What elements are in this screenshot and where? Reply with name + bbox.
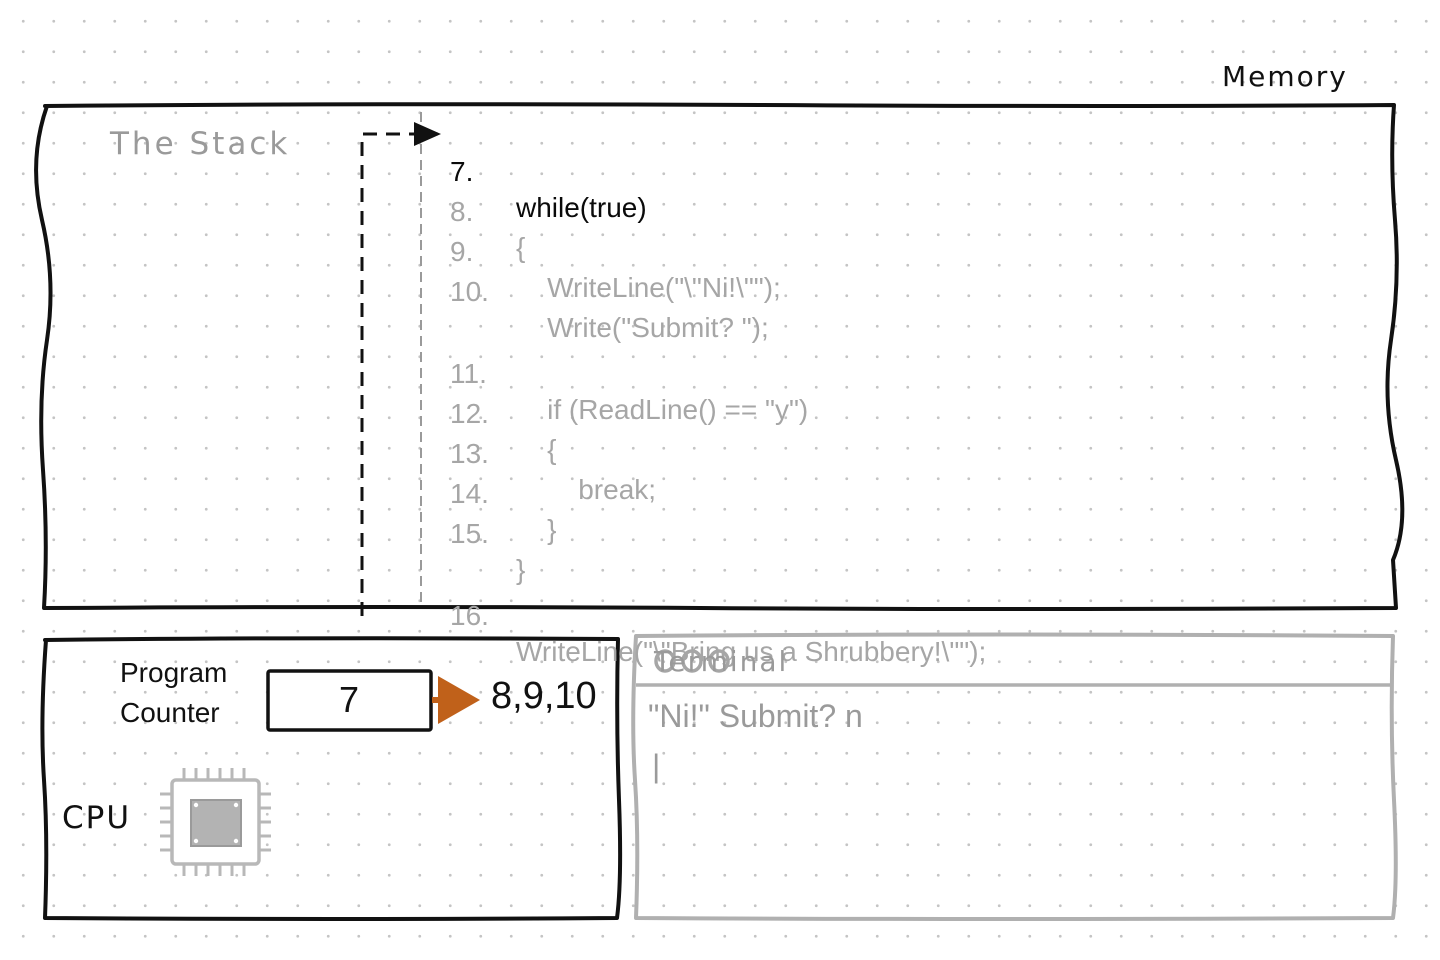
terminal-cursor[interactable]: | bbox=[652, 748, 661, 784]
code-line-10: 10. Write("Submit? "); bbox=[450, 238, 769, 343]
line-number: 7. bbox=[450, 156, 474, 187]
code-line-7: 7. while(true) bbox=[450, 118, 647, 223]
code-text: break; bbox=[516, 474, 657, 505]
program-counter-label-line1: Program bbox=[120, 657, 228, 688]
stack-label: The Stack bbox=[110, 126, 291, 162]
code-text: WriteLine("\"Bring us a Shrubbery!\""); bbox=[516, 636, 987, 667]
terminal-title: Terminal bbox=[654, 645, 789, 678]
code-line-11: 11. if (ReadLine() == "y") bbox=[450, 320, 808, 425]
code-text: if (ReadLine() == "y") bbox=[516, 394, 809, 425]
line-number: 9. bbox=[450, 236, 474, 267]
line-number: 15. bbox=[450, 518, 489, 549]
terminal-box bbox=[631, 632, 1398, 921]
terminal-output: "Ni!" Submit? n bbox=[648, 698, 863, 734]
cpu-box bbox=[40, 636, 623, 921]
code-text: WriteLine("\"Ni!\""); bbox=[516, 272, 781, 303]
cpu-label: CPU bbox=[62, 800, 132, 836]
line-number: 14. bbox=[450, 478, 489, 509]
line-number: 16. bbox=[450, 600, 489, 631]
program-counter-value: 7 bbox=[338, 679, 360, 720]
code-line-13: 13. break; bbox=[450, 400, 656, 505]
code-line-8: 8. { bbox=[450, 158, 525, 263]
code-line-16: 16. WriteLine("\"Bring us a Shrubbery!\"… bbox=[450, 562, 986, 667]
code-listing: 7. while(true) 8. { 9. WriteLine("\"Ni!\… bbox=[450, 118, 1350, 667]
code-line-15: 15. } bbox=[450, 480, 525, 585]
memory-label: Memory bbox=[1222, 60, 1348, 93]
line-number: 11. bbox=[450, 358, 487, 389]
pc-pointer-line bbox=[360, 122, 441, 616]
cpu-chip-icon bbox=[160, 768, 271, 876]
code-text: Write("Submit? "); bbox=[516, 312, 769, 343]
code-text: } bbox=[516, 514, 557, 545]
line-number: 10. bbox=[450, 276, 489, 307]
window-controls-icon bbox=[654, 649, 730, 673]
line-number: 12. bbox=[450, 398, 489, 429]
code-line-14: 14. } bbox=[450, 440, 556, 545]
line-number: 13. bbox=[450, 438, 489, 469]
code-text: while(true) bbox=[516, 192, 647, 223]
next-lines: 8,9,10 bbox=[491, 675, 597, 717]
memory-box bbox=[34, 102, 1405, 611]
pc-box bbox=[266, 669, 433, 732]
code-line-12: 12. { bbox=[450, 360, 556, 465]
code-text: { bbox=[516, 232, 526, 263]
code-text: { bbox=[516, 434, 557, 465]
code-line-9: 9. WriteLine("\"Ni!\""); bbox=[450, 198, 781, 303]
program-counter-label-line2: Counter bbox=[120, 697, 220, 728]
line-number: 8. bbox=[450, 196, 474, 227]
code-text: } bbox=[516, 554, 526, 585]
